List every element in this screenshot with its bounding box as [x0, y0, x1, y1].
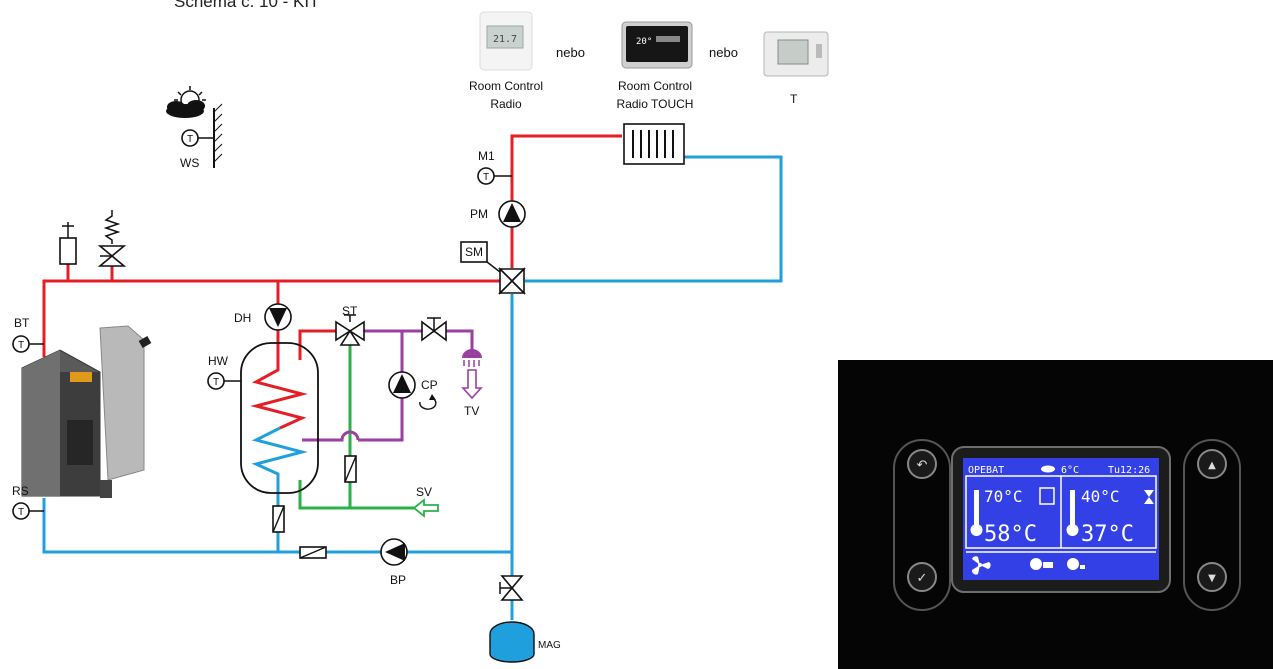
sm-link-line — [486, 261, 501, 273]
tap-icon — [1144, 490, 1154, 504]
sensor-rs: T — [12, 502, 44, 520]
st-hot-in-pipe — [298, 329, 336, 360]
circulation-return-pipe — [302, 430, 360, 442]
check-valve-tank-icon — [272, 505, 285, 533]
lcd-boiler-actual: 58°C — [984, 522, 1037, 547]
sensor-m1: T — [477, 167, 512, 185]
lcd-mode: OPEBAT — [968, 465, 1004, 476]
cold-water-pipe — [348, 345, 432, 510]
pump-pm-icon — [498, 200, 526, 228]
fan-icon — [971, 556, 991, 575]
label-m1: M1 — [478, 149, 495, 163]
room-control-radio-icon: 21.7 — [479, 11, 533, 71]
label-bt: BT — [14, 316, 30, 330]
label-hw: HW — [208, 354, 229, 368]
pump-symbol-icon — [1030, 558, 1053, 570]
label-ws: WS — [180, 156, 199, 170]
supply-main-pipe — [42, 279, 512, 357]
label-mag: MAG — [538, 640, 561, 651]
label-sm: SM — [465, 245, 483, 259]
mixing-valve-st-icon — [335, 314, 365, 346]
thermometer-icon — [970, 490, 983, 536]
coil-cold — [251, 426, 308, 490]
sensor-hw: T — [207, 372, 241, 390]
svg-text:21.7: 21.7 — [493, 34, 517, 45]
pump-cp-icon — [388, 371, 437, 410]
lcd-water-actual: 37°C — [1081, 522, 1134, 547]
connector-or-2: nebo — [709, 45, 738, 60]
lcd-outdoor-temp: 6°C — [1061, 465, 1079, 476]
sm-actuator-box — [460, 241, 488, 263]
boiler-icon — [1039, 487, 1055, 505]
lcd-water-setpoint: 40°C — [1081, 487, 1120, 506]
lcd-boiler-setpoint: 70°C — [984, 487, 1023, 506]
label-dh: DH — [234, 311, 251, 325]
thermostat-t-icon — [763, 31, 829, 77]
label-st: ST — [342, 304, 358, 318]
check-valve-green-icon — [344, 455, 357, 483]
label-tv: TV — [464, 404, 479, 418]
room-control-touch-line1: Room Control — [618, 79, 692, 93]
pump-bp-icon — [380, 538, 408, 566]
return-heating-pipe — [525, 155, 783, 283]
return-main-pipe — [42, 498, 512, 554]
room-control-touch-line2: Radio TOUCH — [617, 97, 694, 111]
back-icon: ↶ — [917, 458, 928, 473]
label-pm: PM — [470, 207, 488, 221]
pump-symbol-icon-2 — [1067, 558, 1085, 570]
tank-cold-in-pipe — [298, 480, 350, 510]
svg-text:T: T — [213, 377, 219, 388]
shower-icon — [461, 349, 483, 400]
svg-text:T: T — [18, 340, 24, 351]
check-valve-return-icon — [299, 546, 327, 559]
mag-valve-icon — [499, 575, 524, 601]
label-rs: RS — [12, 484, 29, 498]
pump-dh-icon — [264, 303, 292, 331]
radiator-icon — [623, 123, 685, 165]
boiler — [21, 325, 152, 498]
lcd-time: Tu12:26 — [1108, 465, 1150, 476]
down-button[interactable] — [1197, 562, 1227, 592]
hot-water-tank — [240, 342, 319, 494]
mixing-valve-icon — [498, 267, 526, 295]
label-bp: BP — [390, 573, 406, 587]
label-thermostat-t: T — [790, 92, 798, 106]
weather-sensor-icon: T — [166, 86, 223, 168]
schema-title: Schema č. 10 - KIT — [174, 0, 320, 11]
label-cp: CP — [421, 378, 438, 392]
svg-text:T: T — [187, 134, 193, 145]
controller-panel: ↶ ✓ ▲ ▼ OPEBAT 6°C Tu12:26 70°C 58°C — [838, 360, 1273, 669]
expansion-vessel-mag — [489, 621, 535, 663]
safety-valve-icon — [97, 210, 127, 267]
expansion-valve-icon — [59, 222, 77, 265]
svg-text:T: T — [18, 507, 24, 518]
room-control-radio-line1: Room Control — [469, 79, 543, 93]
hot-water-pipe — [364, 329, 474, 350]
sensor-bt: T — [12, 335, 44, 353]
arrow-down-icon: ▼ — [1208, 573, 1216, 584]
connector-or-1: nebo — [556, 45, 585, 60]
label-sv: SV — [416, 485, 432, 499]
supply-heating-pipe — [510, 134, 622, 268]
cold-water-inlet-arrow — [412, 498, 439, 518]
thermometer-icon-2 — [1066, 490, 1079, 536]
check-icon: ✓ — [917, 571, 928, 586]
circulation-pipe — [358, 331, 404, 442]
confirm-button[interactable] — [907, 562, 937, 592]
shutoff-valve-icon — [421, 317, 447, 342]
back-button[interactable] — [907, 449, 937, 479]
svg-text:T: T — [483, 172, 489, 183]
cloud-icon — [1041, 465, 1055, 473]
svg-text:20°: 20° — [636, 37, 652, 47]
arrow-up-icon: ▲ — [1208, 460, 1216, 471]
coil-hot — [250, 345, 308, 430]
up-button[interactable] — [1197, 449, 1227, 479]
room-control-radio-line2: Radio — [490, 97, 522, 111]
room-control-touch-icon: 20° — [621, 21, 693, 69]
